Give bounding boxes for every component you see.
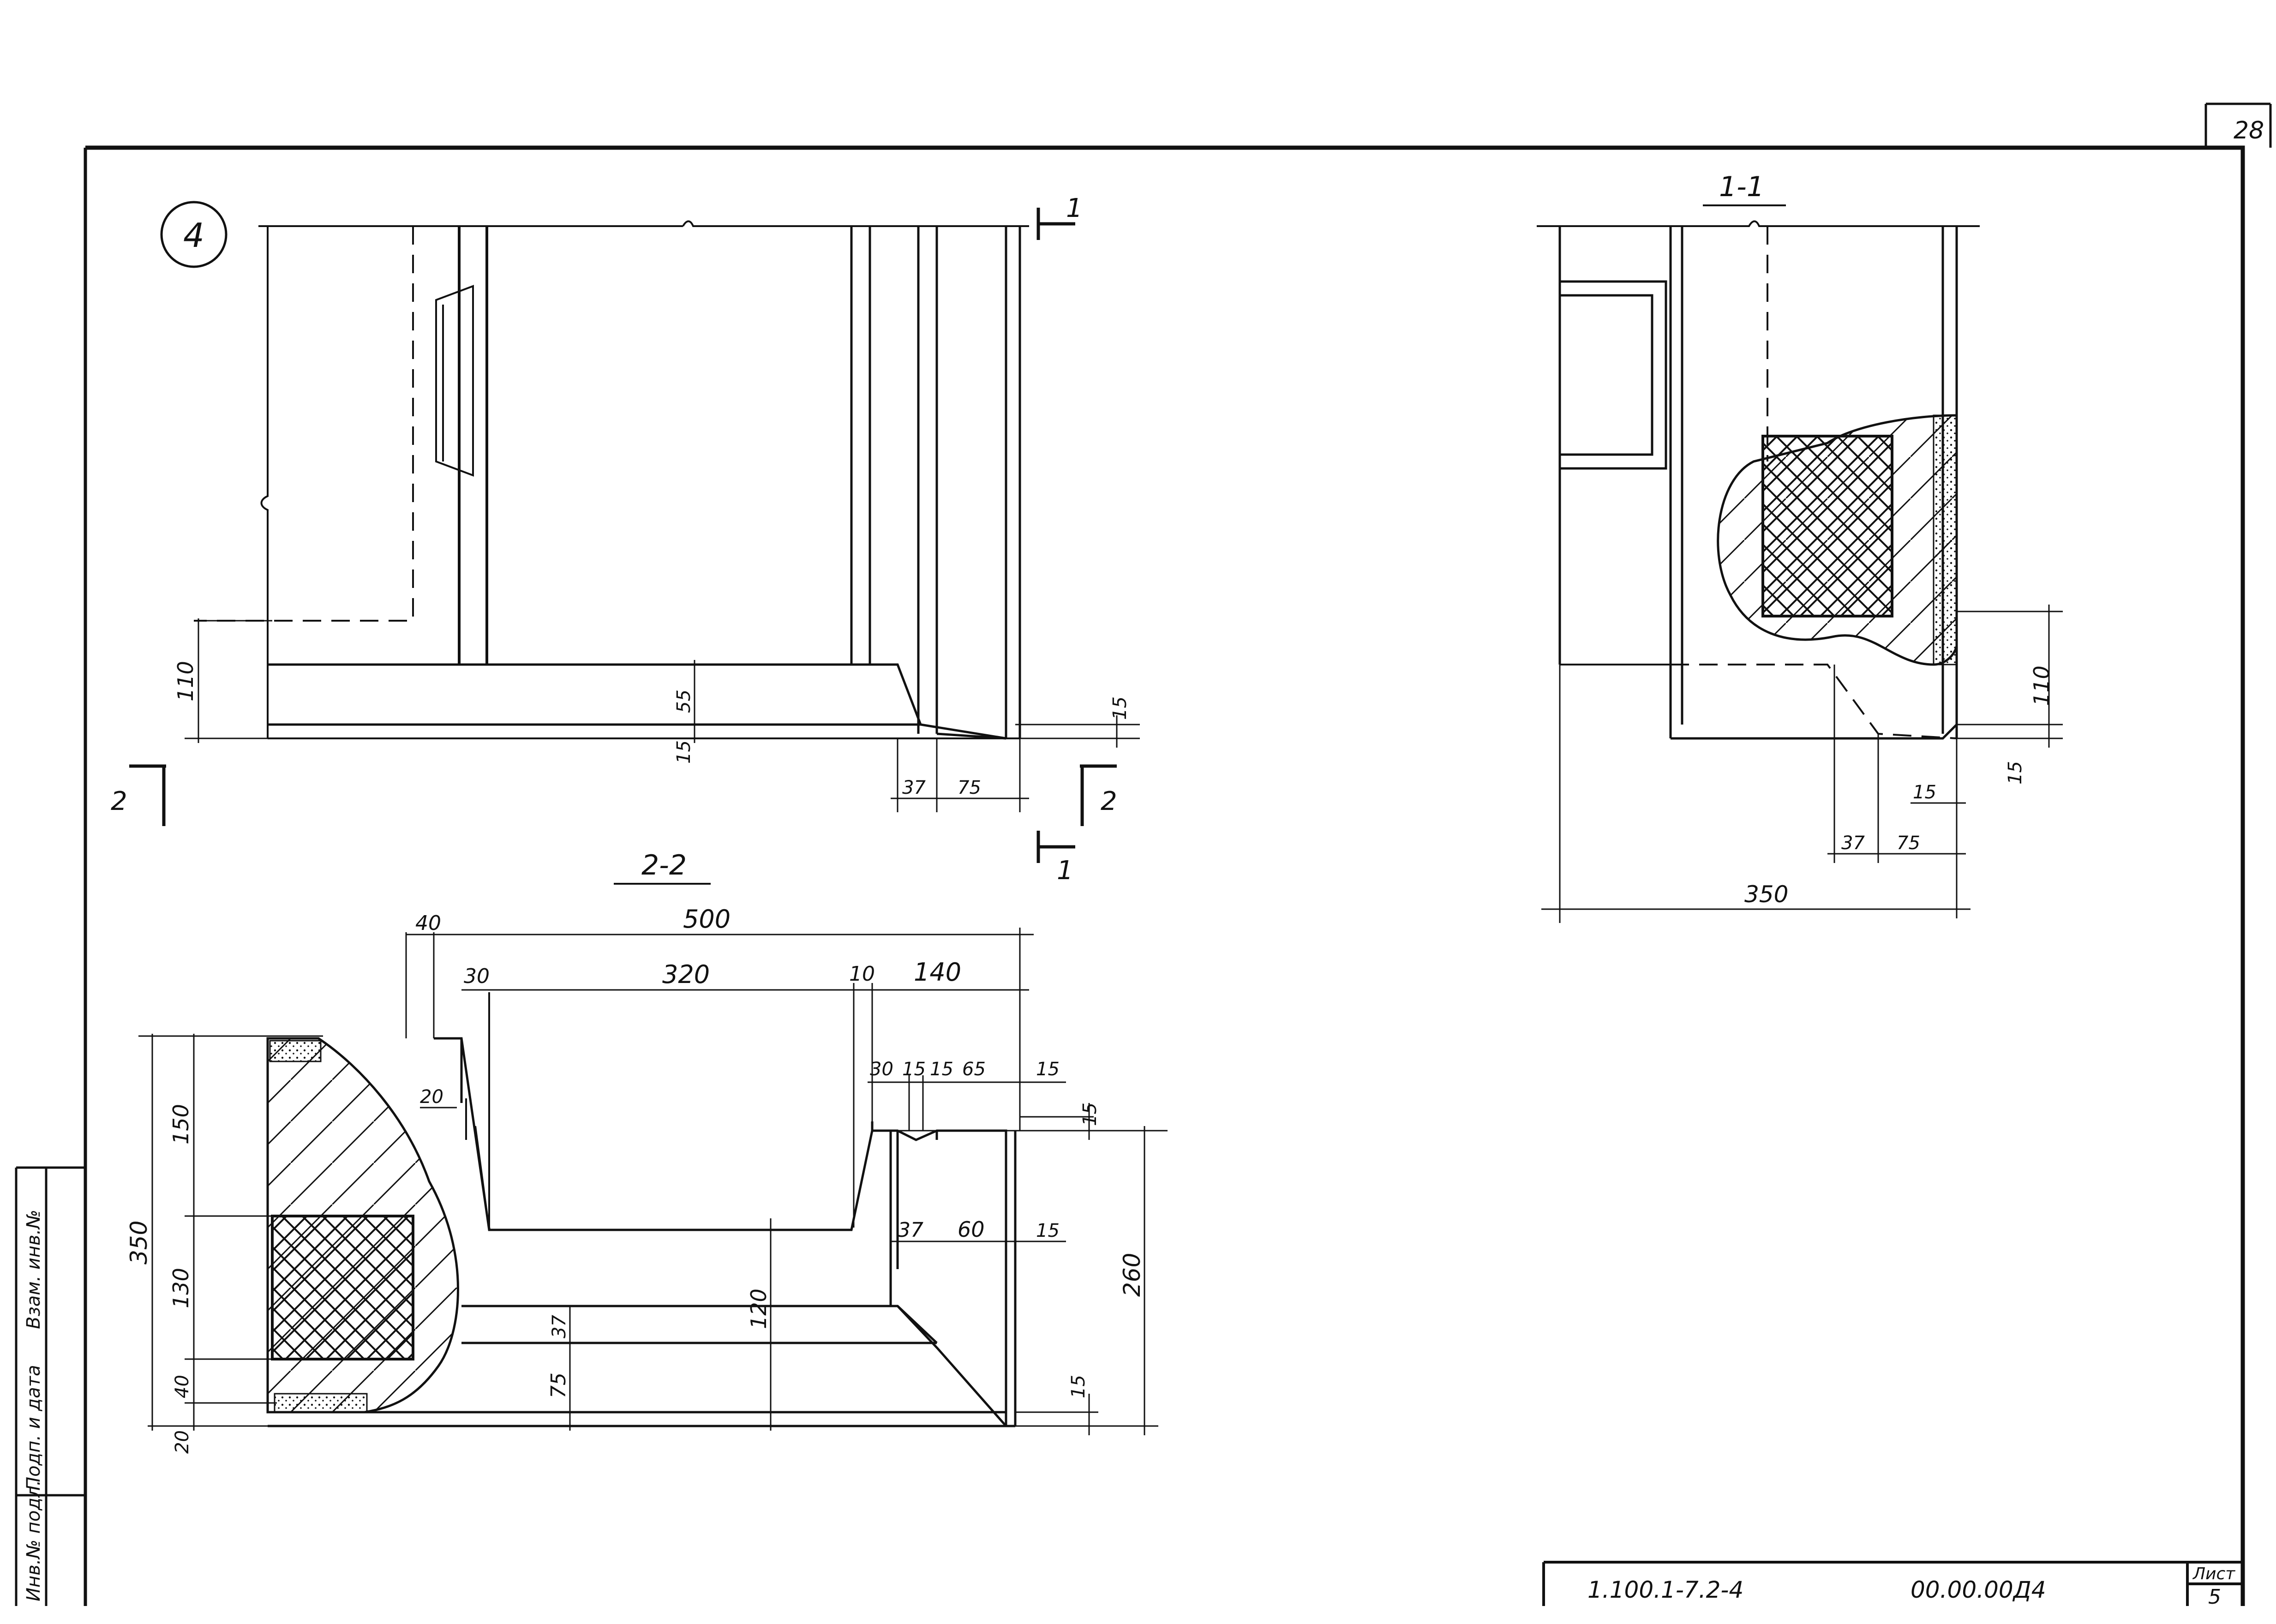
sec22-dim-120: 120 xyxy=(746,1288,771,1329)
title-block-sheet-number: 5 xyxy=(2208,1585,2221,1609)
sec11-dim-15-right: 15 xyxy=(2005,761,2026,785)
sec22-dim-37-mid: 37 xyxy=(549,1315,570,1338)
plan-dim-37: 37 xyxy=(902,777,926,798)
sec22-dim-37-right: 37 xyxy=(898,1218,923,1242)
sec22-dim-10: 10 xyxy=(849,962,875,986)
title-block-sheet-label: Лист xyxy=(2192,1564,2235,1583)
title-block-doc-number: 00.00.00Д4 xyxy=(1911,1576,2046,1603)
sec11-dim-75: 75 xyxy=(1897,833,1920,854)
page-number: 28 xyxy=(2234,117,2264,144)
section-2-2-title: 2-2 xyxy=(641,849,687,881)
side-stamp-inv-no: Инв.№ подл. xyxy=(23,1480,44,1601)
sec11-dim-15-bottom: 15 xyxy=(1913,782,1936,803)
plan-dim-75: 75 xyxy=(958,777,981,798)
sec22-dim-20-left: 20 xyxy=(172,1430,193,1454)
plan-dim-55: 55 xyxy=(673,689,695,713)
sec22-dim-60: 60 xyxy=(958,1217,985,1242)
sec22-dim-65: 65 xyxy=(962,1059,986,1080)
sec22-dim-150: 150 xyxy=(168,1104,193,1145)
side-stamp-sign-date: Подп. и дата xyxy=(23,1365,44,1491)
sec22-dim-260: 260 xyxy=(1119,1253,1145,1297)
detail-marker-label: 4 xyxy=(183,216,204,255)
sec22-dim-20: 20 xyxy=(420,1086,443,1108)
plan-cut-2-right: 2 xyxy=(1101,786,1117,816)
plan-dim-15-mid: 15 xyxy=(673,740,695,764)
sec22-dim-15b: 15 xyxy=(930,1059,953,1080)
plan-view xyxy=(129,208,1140,863)
sec22-dim-320: 320 xyxy=(662,960,710,989)
sec22-dim-15-r2: 15 xyxy=(1036,1220,1060,1241)
sec22-dim-15-right: 15 xyxy=(1079,1103,1101,1126)
sec22-dim-40: 40 xyxy=(415,911,441,935)
sec22-dim-15a: 15 xyxy=(902,1059,926,1080)
plan-dim-15-right: 15 xyxy=(1109,696,1131,720)
section-2-2 xyxy=(138,883,1168,1435)
sec22-dim-350: 350 xyxy=(126,1221,152,1264)
sec11-dim-350: 350 xyxy=(1744,881,1788,908)
sheet-frame xyxy=(84,102,2272,1606)
sec11-dim-37: 37 xyxy=(1841,833,1865,854)
sec22-dim-130: 130 xyxy=(168,1268,193,1308)
sec22-dim-140: 140 xyxy=(914,958,961,987)
plan-cut-2-left: 2 xyxy=(111,786,127,816)
sec11-dim-110: 110 xyxy=(2029,665,2054,706)
side-stamp-replace-inv: Взам. инв.№ xyxy=(23,1210,44,1329)
section-1-1 xyxy=(1537,204,2063,923)
sec22-dim-30b: 30 xyxy=(870,1059,893,1080)
sec22-dim-40-left: 40 xyxy=(172,1375,193,1398)
section-1-1-title: 1-1 xyxy=(1719,171,1764,203)
sec22-dim-500: 500 xyxy=(683,905,731,934)
sec22-dim-15c: 15 xyxy=(1036,1059,1060,1080)
plan-dim-110: 110 xyxy=(173,661,198,701)
sec22-dim-75-mid: 75 xyxy=(547,1372,570,1398)
title-block-code: 1.100.1-7.2-4 xyxy=(1587,1576,1743,1603)
sec22-dim-30: 30 xyxy=(464,965,490,988)
plan-cut-1-bottom: 1 xyxy=(1057,856,1073,886)
title-block xyxy=(1542,1561,2243,1606)
detail-marker xyxy=(160,201,228,268)
plan-cut-1-top: 1 xyxy=(1066,193,1083,223)
sec22-dim-15-r3: 15 xyxy=(1068,1375,1089,1398)
side-stamp xyxy=(15,1166,85,1606)
